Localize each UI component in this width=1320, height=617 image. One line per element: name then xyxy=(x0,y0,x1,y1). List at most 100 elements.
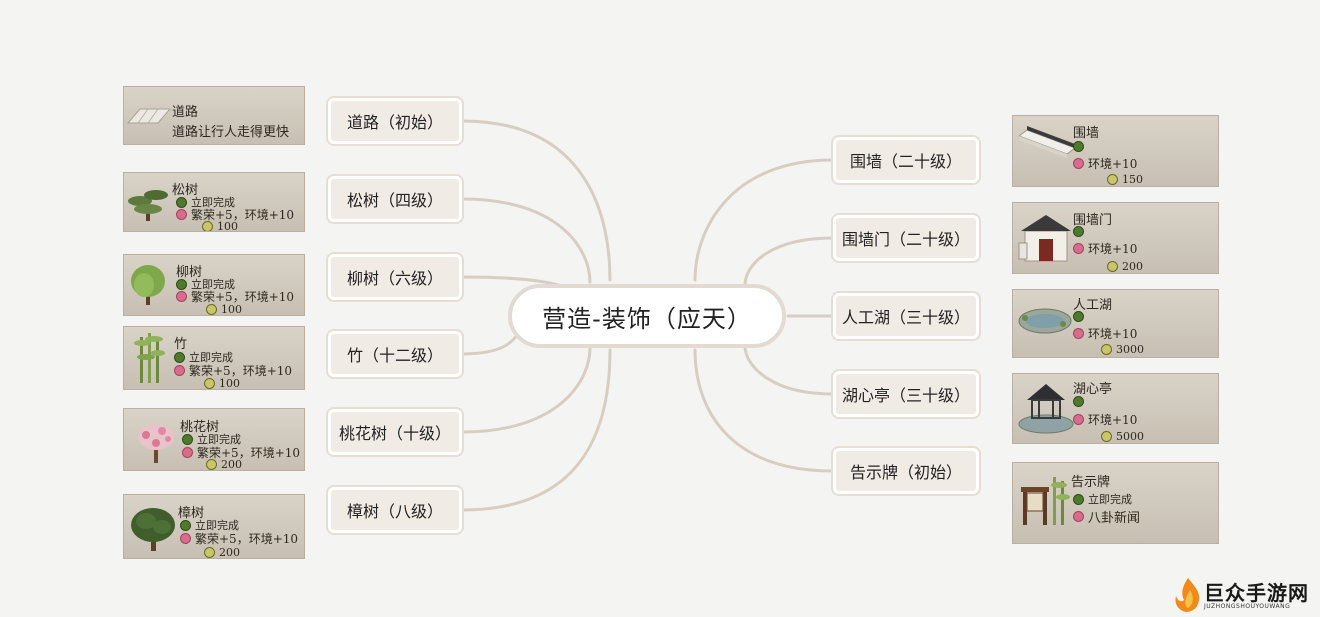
card-camphor: 樟树 立即完成 繁荣+5，环境+10 200 xyxy=(123,494,305,559)
card-pavilion-effect-text: 环境+10 xyxy=(1088,413,1138,427)
watermark-name: 巨众手游网 xyxy=(1204,581,1309,605)
card-camphor-title: 樟树 xyxy=(178,506,205,521)
card-road: 道路 道路让行人走得更快 xyxy=(123,86,305,145)
card-camphor-cost: 200 xyxy=(204,546,240,558)
card-willow-instant: 立即完成 xyxy=(176,276,235,292)
branch-bamboo-label: 竹（十二级） xyxy=(346,346,443,365)
card-peach-instant-text: 立即完成 xyxy=(197,433,241,446)
card-pine-title: 松树 xyxy=(172,183,199,198)
card-road-desc-text: 道路让行人走得更快 xyxy=(172,125,290,140)
pine-tree-icon xyxy=(128,190,168,221)
card-notice-effect-text: 八卦新闻 xyxy=(1088,511,1141,526)
coin-icon xyxy=(202,221,213,231)
card-wall-gate-time xyxy=(1073,226,1084,237)
coin-icon xyxy=(204,378,215,389)
card-lake-effect: 环境+10 xyxy=(1073,325,1137,342)
card-wall-gate: 围墙门 环境+10 200 xyxy=(1012,202,1219,274)
card-camphor-instant-text: 立即完成 xyxy=(195,519,239,532)
card-lake-time xyxy=(1073,311,1084,322)
wall-icon xyxy=(1017,126,1077,158)
card-wall-gate-effect-text: 环境+10 xyxy=(1088,242,1138,256)
time-icon xyxy=(174,351,185,363)
card-bamboo-effect: 繁荣+5，环境+10 xyxy=(174,362,292,379)
willow-tree-icon xyxy=(131,265,165,305)
card-bamboo-cost-text: 100 xyxy=(219,377,240,390)
time-icon xyxy=(1073,141,1084,152)
prosperity-icon xyxy=(176,291,187,302)
card-pavilion-cost-text: 5000 xyxy=(1116,430,1144,443)
central-topic-label: 营造-装饰（应天） xyxy=(542,304,752,333)
card-wall-gate-title: 围墙门 xyxy=(1073,213,1113,228)
card-willow-title: 柳树 xyxy=(176,265,203,280)
card-peach: 桃花树 立即完成 繁荣+5，环境+10 200 xyxy=(123,408,305,471)
branch-wall-gate-label: 围墙门（二十级） xyxy=(841,230,970,249)
card-bamboo-title: 竹 xyxy=(174,337,188,352)
branch-peach-label: 桃花树（十级） xyxy=(338,424,451,443)
card-pavilion-effect: 环境+10 xyxy=(1073,411,1137,428)
branch-road: 道路（初始） xyxy=(328,98,462,144)
branch-road-label: 道路（初始） xyxy=(346,113,443,132)
card-peach-effect-text: 繁荣+5，环境+10 xyxy=(197,446,301,460)
bamboo-icon xyxy=(134,333,165,383)
card-willow: 柳树 立即完成 繁荣+5，环境+10 100 xyxy=(123,254,305,316)
prosperity-icon xyxy=(180,533,191,544)
branch-pavilion: 湖心亭（三十级） xyxy=(833,371,979,417)
prosperity-icon xyxy=(1073,414,1084,425)
card-peach-cost-text: 200 xyxy=(221,458,242,471)
card-willow-effect: 繁荣+5，环境+10 xyxy=(176,288,294,305)
prosperity-icon xyxy=(182,447,193,458)
card-bamboo-instant-text: 立即完成 xyxy=(189,351,233,364)
card-willow-cost-text: 100 xyxy=(221,303,242,316)
card-wall-cost-text: 150 xyxy=(1122,173,1143,186)
branch-pavilion-label: 湖心亭（三十级） xyxy=(841,386,970,405)
card-pine-instant-text: 立即完成 xyxy=(191,196,235,209)
card-pine-cost: 100 xyxy=(202,220,238,231)
watermark-sub: JUZHONGSHOUYOUWANG xyxy=(1204,603,1291,610)
card-bamboo: 竹 立即完成 繁荣+5，环境+10 100 xyxy=(123,326,305,390)
card-pavilion: 湖心亭 环境+10 5000 xyxy=(1012,373,1219,444)
peach-blossom-tree-icon xyxy=(138,424,174,463)
branch-willow: 柳树（六级） xyxy=(328,254,462,300)
branch-peach: 桃花树（十级） xyxy=(328,409,462,455)
card-peach-title: 桃花树 xyxy=(180,420,220,435)
card-lake-cost: 3000 xyxy=(1101,343,1144,356)
camphor-tree-icon xyxy=(131,508,175,551)
card-lake-title: 人工湖 xyxy=(1073,298,1113,313)
card-pine: 松树 立即完成 繁荣+5，环境+10 100 xyxy=(123,172,305,232)
card-bamboo-cost: 100 xyxy=(204,377,240,390)
card-pine-effect-text: 繁荣+5，环境+10 xyxy=(191,208,295,222)
time-icon xyxy=(180,519,191,531)
card-willow-cost: 100 xyxy=(206,303,242,316)
card-wall-gate-effect: 环境+10 xyxy=(1073,240,1137,257)
coin-icon xyxy=(1107,174,1118,185)
branch-bamboo: 竹（十二级） xyxy=(328,331,462,377)
branch-wall: 围墙（二十级） xyxy=(833,137,979,183)
card-pine-instant: 立即完成 xyxy=(176,194,235,210)
branch-willow-label: 柳树（六级） xyxy=(346,269,443,288)
card-peach-cost: 200 xyxy=(206,458,242,471)
card-pavilion-cost: 5000 xyxy=(1101,430,1144,443)
branch-pine-label: 松树（四级） xyxy=(346,191,443,210)
card-notice-instant: 立即完成 xyxy=(1073,491,1132,507)
coin-icon xyxy=(206,304,217,315)
card-road-desc: 道路让行人走得更快 xyxy=(172,121,289,140)
branch-wall-label: 围墙（二十级） xyxy=(849,152,962,171)
branch-notice-label: 告示牌（初始） xyxy=(849,463,962,482)
card-road-title: 道路 xyxy=(172,105,199,120)
card-lake: 人工湖 环境+10 3000 xyxy=(1012,289,1219,358)
prosperity-icon xyxy=(1073,511,1084,522)
prosperity-icon xyxy=(1073,158,1084,169)
card-camphor-instant: 立即完成 xyxy=(180,517,239,533)
road-icon xyxy=(126,108,172,124)
card-notice-title: 告示牌 xyxy=(1071,475,1111,490)
card-peach-effect: 繁荣+5，环境+10 xyxy=(182,444,300,461)
prosperity-icon xyxy=(174,365,185,376)
flame-logo-icon xyxy=(1175,578,1200,612)
branch-wall-gate: 围墙门（二十级） xyxy=(833,215,979,261)
card-pine-effect: 繁荣+5，环境+10 xyxy=(176,206,294,223)
card-wall-effect: 环境+10 xyxy=(1073,155,1137,172)
card-lake-cost-text: 3000 xyxy=(1116,343,1144,356)
card-pavilion-title: 湖心亭 xyxy=(1073,382,1113,397)
card-bamboo-effect-text: 繁荣+5，环境+10 xyxy=(189,364,293,378)
branch-lake: 人工湖（三十级） xyxy=(833,293,979,339)
